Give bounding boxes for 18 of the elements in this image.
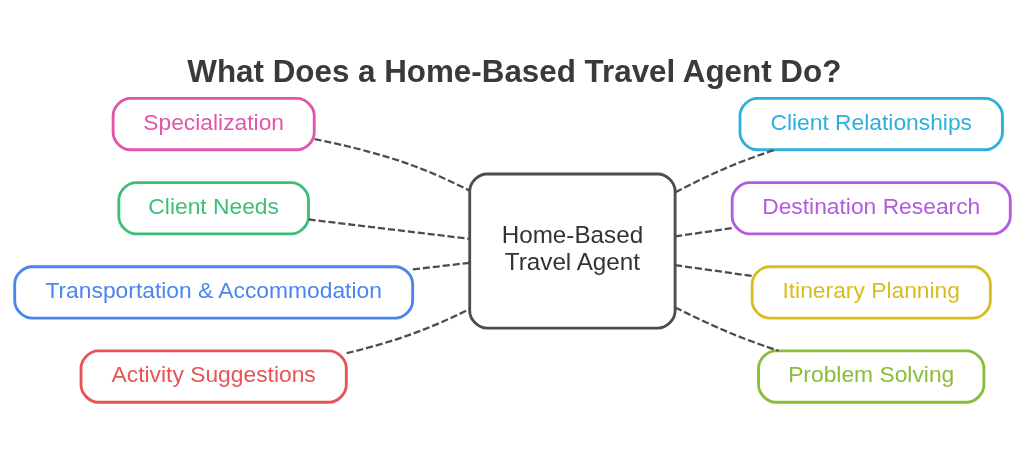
connector	[674, 227, 732, 238]
node-box: Transportation & Accommodation	[12, 265, 414, 320]
connector	[674, 306, 779, 352]
node-box: Home-Based Travel Agent	[467, 172, 677, 330]
connector	[313, 138, 470, 192]
diagram-title: What Does a Home-Based Travel Agent Do?	[186, 54, 841, 90]
connector	[674, 264, 752, 278]
node-box: Specialization	[111, 97, 316, 152]
node-box: Itinerary Planning	[750, 265, 992, 320]
connector	[674, 148, 775, 194]
node-box: Client Needs	[116, 181, 310, 236]
connector	[307, 218, 469, 240]
node-box: Activity Suggestions	[79, 349, 348, 404]
node-box: Problem Solving	[756, 349, 985, 404]
node-box: Destination Research	[730, 181, 1012, 236]
connector	[345, 308, 470, 355]
node-box: Client Relationships	[738, 97, 1004, 152]
connector	[412, 261, 470, 271]
